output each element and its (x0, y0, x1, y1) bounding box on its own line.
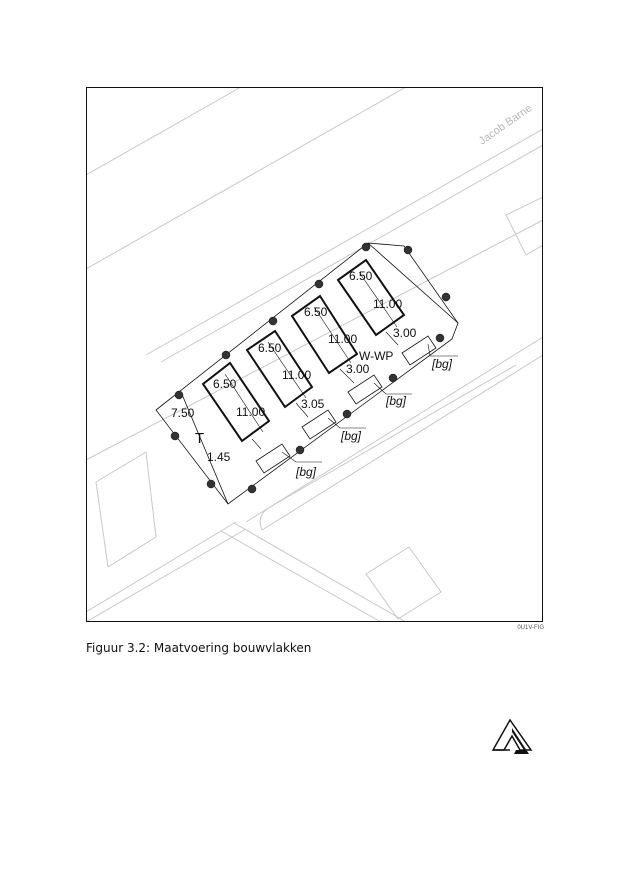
bg-tag-1: [bg] (295, 465, 317, 479)
setback-lines (224, 271, 399, 450)
building-blocks (201, 258, 406, 443)
figure-caption: Figuur 3.2: Maatvoering bouwvlakken (86, 641, 312, 655)
plot-4-width: 6.50 (349, 269, 373, 283)
survey-markers (170, 242, 451, 494)
site-plan: Jacob Barne (86, 87, 543, 622)
front-dimension: 1.45 (207, 450, 231, 464)
zone-label-t: T (195, 430, 204, 447)
logo-icon (490, 716, 534, 764)
plot-3-width: 6.50 (304, 305, 328, 319)
plot-2-width: 6.50 (258, 341, 282, 355)
left-side-dimension: 7.50 (171, 406, 195, 420)
bg-leaders (281, 343, 458, 463)
road-lines (86, 87, 543, 622)
plot-4-depth: 11.00 (373, 297, 402, 311)
gap-3-dimension: 3.00 (393, 326, 417, 340)
figure-code: 0U1V-FIG (517, 625, 544, 631)
street-label: Jacob Barne (477, 102, 534, 147)
gap-2-dimension: 3.00 (346, 362, 370, 376)
bg-tag-4: [bg] (431, 357, 453, 371)
bg-boxes (255, 335, 437, 474)
gap-1-dimension: 3.05 (301, 397, 325, 411)
plot-3-depth: 11.00 (328, 332, 357, 346)
plot-2-depth: 11.00 (282, 368, 311, 382)
plot-1-depth: 11.00 (236, 405, 265, 419)
zone-label-w-wp: W-WP (359, 349, 393, 363)
bg-tag-2: [bg] (340, 429, 362, 443)
plot-envelope (155, 242, 459, 505)
bg-tag-3: [bg] (385, 394, 407, 408)
plot-1-width: 6.50 (213, 377, 237, 391)
map-border (86, 87, 543, 622)
